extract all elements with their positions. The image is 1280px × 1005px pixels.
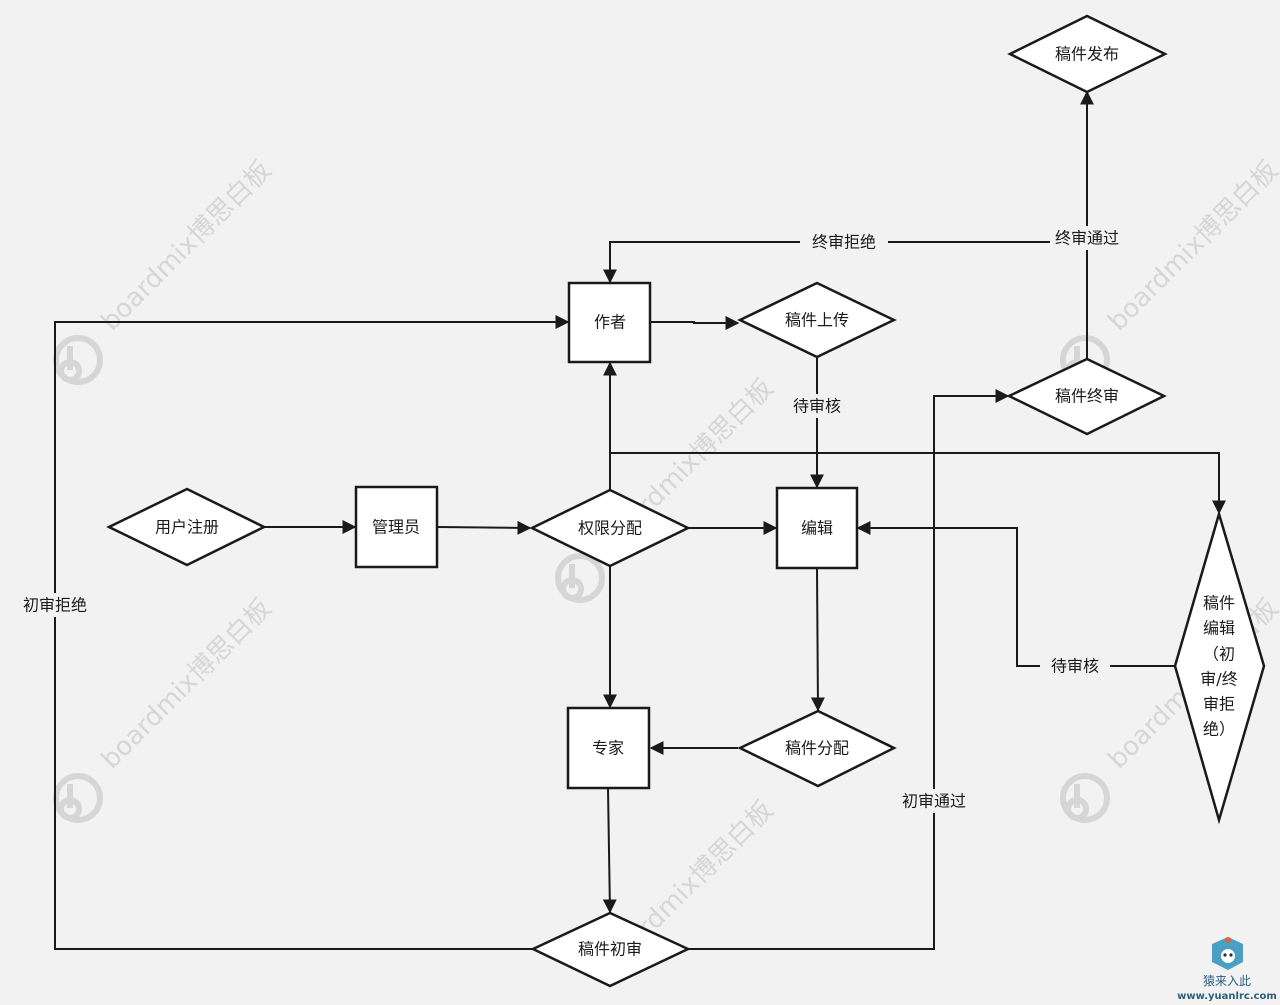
edge-label-final-pass: 终审通过	[1050, 226, 1124, 250]
edge-label-layer: 终审拒绝 终审通过 待审核 初审拒绝 待审核 初审通过	[18, 226, 1124, 813]
node-assign[interactable]: 稿件分配	[737, 709, 897, 788]
edge-label-pending-upload: 待审核	[786, 394, 848, 418]
svg-text:稿件初审: 稿件初审	[578, 940, 642, 959]
monkey-logo-icon	[1212, 937, 1243, 970]
svg-text:权限分配: 权限分配	[578, 519, 642, 538]
node-upload[interactable]: 稿件上传	[737, 281, 897, 359]
edge-admin-to-permission	[436, 520, 532, 535]
node-expert[interactable]: 专家	[566, 706, 651, 790]
node-final-review[interactable]: 稿件终审	[1006, 357, 1167, 436]
node-author[interactable]: 作者	[567, 281, 652, 364]
node-register[interactable]: 用户注册	[106, 487, 267, 567]
svg-text:编辑: 编辑	[1203, 619, 1235, 638]
svg-text:稿件分配: 稿件分配	[785, 739, 849, 758]
watermark: boardmix博思白板	[53, 593, 278, 823]
node-layer: 稿件发布 作者 稿件上传 稿件终审 用户注册 管理员 权限分配	[106, 14, 1266, 988]
svg-text:管理员: 管理员	[372, 518, 420, 537]
edge-label-final-reject: 终审拒绝	[800, 230, 888, 254]
corner-logo: 猿来入此 www.yuanlrc.com	[1177, 937, 1277, 1002]
watermark: boardmix博思白板	[53, 155, 278, 385]
svg-text:审/终: 审/终	[1200, 670, 1237, 689]
svg-text:专家: 专家	[592, 739, 624, 758]
svg-text:审拒: 审拒	[1203, 695, 1235, 714]
watermark-text: boardmix博思白板	[96, 155, 278, 337]
edge-initial-pass-to-final-review	[688, 389, 1010, 950]
edge-final-reject-to-author	[603, 241, 1087, 284]
corner-logo-name: 猿来入此	[1203, 973, 1251, 988]
watermark-logo-icon	[1060, 773, 1110, 823]
edge-label-initial-pass: 初审通过	[896, 789, 972, 813]
node-permission[interactable]: 权限分配	[529, 488, 691, 568]
edge-author-to-edit-node	[610, 452, 1226, 515]
svg-text:终审通过: 终审通过	[1055, 229, 1119, 248]
svg-text:绝）: 绝）	[1203, 720, 1235, 739]
node-publish[interactable]: 稿件发布	[1007, 14, 1168, 94]
svg-text:初审拒绝: 初审拒绝	[23, 596, 87, 615]
edge-editor-to-assign	[810, 568, 825, 712]
svg-text:编辑: 编辑	[801, 519, 833, 538]
edge-author-to-upload	[651, 316, 740, 330]
watermark-layer: boardmix博思白板 boardmix博思白板 boardmix博思白板 b…	[53, 155, 1280, 977]
svg-text:初审通过: 初审通过	[902, 792, 966, 811]
svg-text:稿件发布: 稿件发布	[1055, 45, 1119, 64]
watermark-logo-icon	[555, 553, 605, 603]
watermark-text: boardmix博思白板	[96, 593, 278, 775]
watermark: boardmix博思白板	[1060, 155, 1280, 385]
svg-text:待审核: 待审核	[793, 397, 841, 416]
svg-text:作者: 作者	[594, 313, 626, 332]
corner-logo-url: www.yuanlrc.com	[1177, 991, 1277, 1002]
edge-label-pending-edit: 待审核	[1040, 654, 1110, 678]
node-admin[interactable]: 管理员	[354, 485, 439, 569]
svg-text:稿件: 稿件	[1203, 594, 1235, 613]
svg-text:待审核: 待审核	[1051, 657, 1099, 676]
svg-text:（初: （初	[1203, 645, 1235, 664]
svg-text:稿件上传: 稿件上传	[785, 311, 849, 330]
node-initial-review[interactable]: 稿件初审	[530, 911, 691, 988]
watermark-logo-icon	[53, 773, 103, 823]
edge-expert-to-initial-review	[602, 788, 617, 914]
node-edit-rejected[interactable]: 稿件 编辑 （初 审/终 审拒 绝）	[1173, 509, 1266, 825]
svg-text:稿件终审: 稿件终审	[1055, 387, 1119, 406]
watermark-text: boardmix博思白板	[1103, 155, 1280, 337]
svg-text:用户注册: 用户注册	[155, 518, 219, 537]
edge-edit-node-to-editor	[856, 521, 1175, 667]
edge-label-initial-reject: 初审拒绝	[18, 593, 92, 617]
watermark: boardmix博思白板	[555, 373, 779, 603]
edge-initial-reject-to-author	[54, 315, 570, 950]
svg-text:终审拒绝: 终审拒绝	[812, 233, 876, 252]
node-editor[interactable]: 编辑	[775, 486, 859, 570]
watermark-logo-icon	[53, 335, 103, 385]
